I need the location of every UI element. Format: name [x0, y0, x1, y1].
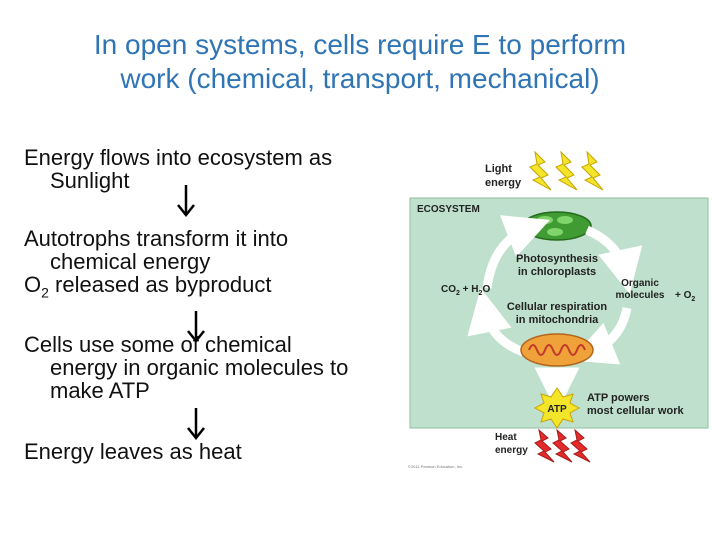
step-sunlight-line-2: Sunlight [50, 168, 130, 193]
organic-label-1: Organic [621, 278, 659, 289]
energy-flow-figure: Light energy ECOSYSTEM Photosynthesis in… [408, 150, 709, 469]
step-cells: Cells use some of chemical energy in org… [24, 333, 348, 402]
co2-h2o-label: CO2 + H2O [441, 284, 490, 297]
down-arrow-icon [177, 185, 195, 218]
cycle-arrow-icon [570, 306, 632, 365]
respiration-label-1: Cellular respiration [507, 301, 608, 313]
heat-bolt-icon [570, 428, 591, 463]
light-bolt-icon [555, 150, 578, 191]
heat-bolt-icon [552, 428, 573, 463]
ecosystem-label: ECOSYSTEM [417, 204, 480, 215]
step-sunlight: Energy flows into ecosystem as Sunlight [24, 146, 332, 192]
atp-label-2: most cellular work [587, 405, 684, 417]
slide-title: In open systems, cells require E to perf… [30, 28, 690, 96]
chloroplast-icon [522, 211, 592, 241]
step-oxygen-line: O2 released as byproduct [24, 272, 272, 301]
heat-label-2: energy [495, 445, 528, 456]
down-arrow-icon [187, 408, 205, 441]
heat-label-1: Heat [495, 432, 517, 443]
photosynthesis-label-1: Photosynthesis [516, 253, 598, 265]
atp-burst-icon: ATP [533, 387, 581, 429]
cycle-arrow-icon [482, 215, 550, 289]
oxygen-rest: released as byproduct [48, 272, 272, 297]
step-autotrophs-line-1: Autotrophs transform it into [24, 226, 289, 251]
step-cells-line-2: energy in organic molecules to [50, 355, 349, 380]
step-cells-line-3: make ATP [50, 378, 150, 403]
title-line-1: In open systems, cells require E to perf… [93, 29, 627, 60]
respiration-label-2: in mitochondria [516, 314, 599, 326]
step-autotrophs-line-2: chemical energy [50, 249, 211, 274]
photosynthesis-label-2: in chloroplasts [518, 266, 596, 278]
title-line-2: work (chemical, transport, mechanical) [120, 63, 600, 94]
light-bolt-icon [529, 150, 552, 191]
down-arrow-icon [187, 311, 205, 344]
copyright-notice: ©2011 Pearson Education, Inc. [408, 464, 463, 469]
organic-label-2: molecules [616, 290, 665, 301]
cycle-arrow-icon [467, 287, 525, 357]
step-autotrophs: Autotrophs transform it into chemical en… [24, 227, 288, 304]
step-sunlight-line-1: Energy flows into ecosystem as [24, 145, 333, 170]
atp-badge: ATP [547, 404, 567, 415]
light-label-2: energy [485, 177, 522, 189]
mitochondria-icon [520, 333, 594, 367]
step-heat: Energy leaves as heat [24, 440, 242, 463]
oxygen-subscript: 2 [41, 284, 49, 301]
step-heat-line-1: Energy leaves as heat [24, 439, 242, 464]
light-bolt-icon [581, 150, 604, 191]
atp-label-1: ATP powers [587, 392, 650, 404]
cycle-arrow-icon [585, 225, 643, 294]
oxygen-symbol: O [24, 272, 42, 297]
o2-label: + O2 [675, 290, 695, 303]
heat-bolt-icon [534, 428, 555, 463]
step-cells-line-1: Cells use some of chemical [24, 332, 292, 357]
light-label-1: Light [485, 163, 512, 175]
